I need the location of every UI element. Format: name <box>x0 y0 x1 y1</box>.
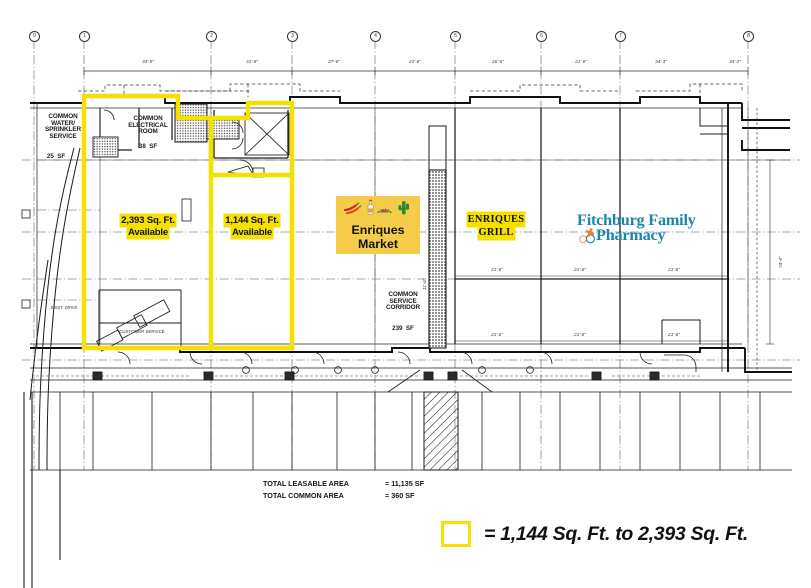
vacancy-callout-1144: 1,144 Sq. Ft. Available <box>214 215 290 238</box>
tenant-name-line2-market-real: Market <box>358 237 398 251</box>
grid-bubble-0: 0 <box>29 31 40 42</box>
vacancy-status-1144: Available <box>231 226 273 238</box>
legend: = 1,144 Sq. Ft. to 2,393 Sq. Ft. <box>441 521 748 547</box>
top-dimension-2: 27'-6" <box>328 59 340 64</box>
area-summary-eq-leasable: = <box>385 479 390 488</box>
area-summary-row-common: TOTAL COMMON AREA = 360 SF <box>263 490 424 502</box>
top-dimension-3: 21'-6" <box>409 59 421 64</box>
tenant-name-line1-pharmacy: Fitchburg Family <box>577 211 696 229</box>
area-summary-value-leasable: 11,135 SF <box>391 479 424 488</box>
lower-dimension-1: 21'-6" <box>574 332 586 337</box>
tenant-name-line2-grill: GRILL <box>478 226 514 239</box>
grid-bubble-4: 4 <box>370 31 381 42</box>
tenant-sign-enriques-market: Enriques Market <box>336 196 420 254</box>
legend-swatch-available <box>441 521 471 547</box>
vacancy-size-2393: 2,393 Sq. Ft. <box>120 215 176 226</box>
vacancy-callout-2393: 2,393 Sq. Ft. Available <box>108 215 188 238</box>
vacancy-status-2393: Available <box>127 226 169 238</box>
tenant-name-line1-grill: ENRIQUES <box>467 213 525 226</box>
grid-bubble-3: 3 <box>287 31 298 42</box>
tenant-sign-enriques-grill: ENRIQUES GRILL <box>459 209 533 243</box>
vacancy-size-1144: 1,144 Sq. Ft. <box>224 215 280 226</box>
grid-bubble-7: 7 <box>615 31 626 42</box>
top-dimension-6: 34'-3" <box>655 59 667 64</box>
pharmacy-mortar-pestle-icon <box>579 227 595 244</box>
tenant-name-line1-market: Enriques <box>351 223 405 237</box>
area-summary-row-leasable: TOTAL LEASABLE AREA = 11,135 SF <box>263 478 424 490</box>
grid-bubble-2: 2 <box>206 31 217 42</box>
right-dimension: 74'-0" <box>778 256 783 268</box>
grid-bubble-8: 8 <box>743 31 754 42</box>
inner-dimension-2: 21'-6" <box>668 267 680 272</box>
room-area-common-water-sprinkler: 25 SF <box>46 153 66 160</box>
room-label-common-service-corridor: COMMON SERVICE CORRIDOR <box>386 291 420 312</box>
room-area-common-service-corridor: 239 SF <box>392 325 414 332</box>
available-suite-1144-outline <box>208 100 295 351</box>
area-summary-value-common: 360 SF <box>391 491 415 500</box>
customer-service-note: CUSTOMER SERVICE <box>119 329 165 334</box>
room-label-common-electrical-room: COMMON ELECTRICAL ROOM <box>128 115 168 136</box>
grid-bubble-6: 6 <box>536 31 547 42</box>
inner-dimension-0: 21'-6" <box>491 267 503 272</box>
top-dimension-7: 34'-3" <box>729 59 741 64</box>
top-dimension-5: 21'-6" <box>575 59 587 64</box>
market-produce-icons <box>343 199 410 215</box>
area-summary-eq-common: = <box>385 491 390 500</box>
tenant-name-line2-pharmacy: Pharmacy <box>596 226 666 244</box>
top-dimension-0: 34'-5" <box>142 59 154 64</box>
grid-bubble-1: 1 <box>79 31 90 42</box>
top-dimension-1: 31'-8" <box>246 59 258 64</box>
tenant-sign-fitchburg-family-pharmacy: Fitchburg Family Pharmacy <box>568 210 714 252</box>
area-summary-block: TOTAL LEASABLE AREA = 11,135 SF TOTAL COM… <box>263 478 424 502</box>
top-dimension-4: 26'-6" <box>492 59 504 64</box>
corridor-dimension: 11'-6" <box>422 278 427 290</box>
area-summary-label-leasable: TOTAL LEASABLE AREA <box>263 479 349 488</box>
grid-bubble-5: 5 <box>450 31 461 42</box>
exist-drive-note: EXIST. DRIVE <box>50 305 78 310</box>
legend-text: = 1,144 Sq. Ft. to 2,393 Sq. Ft. <box>484 522 749 545</box>
lower-dimension-0: 21'-6" <box>491 332 503 337</box>
inner-dimension-1: 21'-6" <box>574 267 586 272</box>
area-summary-label-common: TOTAL COMMON AREA <box>263 491 344 500</box>
room-label-common-water-sprinkler: COMMON WATER/ SPRINKLER SERVICE <box>44 113 82 141</box>
room-area-common-electrical-room: 38 SF <box>138 143 158 150</box>
lower-dimension-2: 21'-6" <box>668 332 680 337</box>
